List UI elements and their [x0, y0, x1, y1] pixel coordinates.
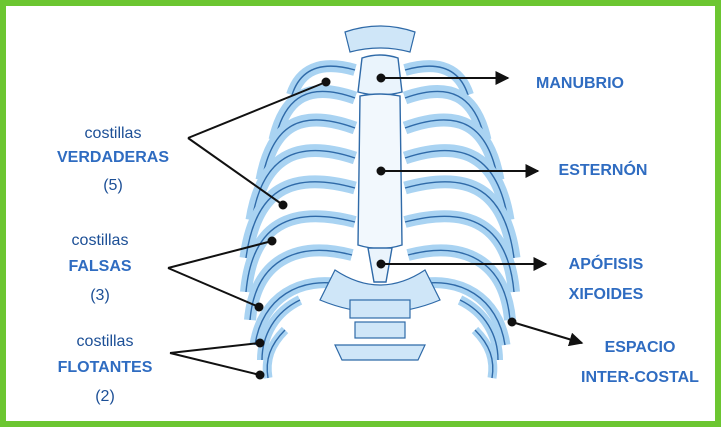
pointer-dot [257, 340, 264, 347]
left-ribs [246, 66, 355, 378]
label-espacio-line1: ESPACIO [566, 333, 714, 363]
label-flotantes-line2: FLOTANTES [30, 354, 180, 382]
label-flotantes-line1: costillas [30, 330, 180, 354]
vertebra [350, 300, 410, 318]
cervical-vertebra [345, 26, 415, 52]
pointer-verdaderas-1 [188, 82, 326, 138]
label-verdaderas-line2: VERDADERAS [38, 146, 188, 170]
label-falsas-line2: FALSAS [30, 253, 170, 281]
label-flotantes-line3: (2) [30, 382, 180, 412]
label-costillas-falsas: costillas FALSAS (3) [30, 229, 170, 311]
pointer-dot [280, 202, 287, 209]
label-apofisis-xifoides: APÓFISIS XIFOIDES [550, 250, 662, 310]
pointer-flotantes-1 [170, 343, 260, 353]
label-espacio-inter-costal: ESPACIO INTER-COSTAL [566, 333, 714, 393]
vertebra [335, 345, 425, 360]
label-costillas-verdaderas: costillas VERDADERAS (5) [38, 122, 188, 202]
pointer-dot [323, 79, 330, 86]
label-espacio-line2: INTER-COSTAL [566, 363, 714, 393]
pointer-dot [256, 304, 263, 311]
label-manubrio: MANUBRIO [520, 69, 640, 99]
label-apofisis-line1: APÓFISIS [550, 250, 662, 280]
pointer-dot [269, 238, 276, 245]
label-falsas-line3: (3) [30, 281, 170, 311]
label-apofisis-line2: XIFOIDES [550, 280, 662, 310]
pointer-dot [257, 372, 264, 379]
label-verdaderas-line1: costillas [38, 122, 188, 146]
right-ribs [405, 66, 514, 378]
pointer-flotantes-2 [170, 353, 260, 375]
label-esternon: ESTERNÓN [543, 156, 663, 186]
label-costillas-flotantes: costillas FLOTANTES (2) [30, 330, 180, 412]
label-verdaderas-line3: (5) [38, 170, 188, 202]
label-falsas-line1: costillas [30, 229, 170, 253]
vertebra [355, 322, 405, 338]
